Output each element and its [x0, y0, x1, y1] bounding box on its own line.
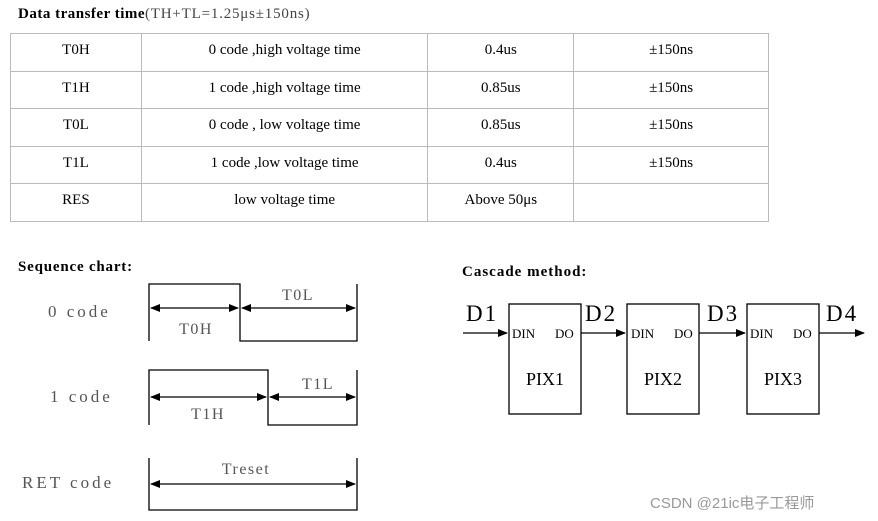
- d1-signal: D1: [466, 301, 498, 326]
- cell-value: 0.85us: [427, 70, 575, 109]
- cell-description: 1 code ,low voltage time: [140, 145, 429, 184]
- cell-value: 0.4us: [427, 145, 575, 184]
- t1l-label: T1L: [302, 376, 334, 393]
- cell-description: low voltage time: [140, 183, 429, 222]
- cell-tolerance: [573, 183, 769, 222]
- code0-label: 0 code: [48, 302, 111, 321]
- data-transfer-title-main: Data transfer time: [18, 6, 146, 22]
- treset-label: Treset: [222, 461, 270, 478]
- table-row: T0H 0 code ,high voltage time 0.4us ±150…: [10, 33, 769, 72]
- d4-signal: D4: [826, 301, 858, 326]
- t1h-label: T1H: [191, 406, 225, 423]
- ret-waveform: [148, 458, 358, 511]
- table-row: T1L 1 code ,low voltage time 0.4us ±150n…: [10, 145, 769, 184]
- cell-description: 1 code ,high voltage time: [140, 70, 429, 109]
- d3-signal: D3: [707, 301, 739, 326]
- pix3-din: DIN: [750, 326, 774, 341]
- pix1-label: PIX1: [526, 369, 564, 389]
- pix2-label: PIX2: [644, 369, 682, 389]
- timing-table: T0H 0 code ,high voltage time 0.4us ±150…: [10, 33, 769, 222]
- pix2-chip: [626, 303, 700, 415]
- pix1-din: DIN: [512, 326, 536, 341]
- t0l-label: T0L: [282, 287, 314, 304]
- code1-label: 1 code: [50, 387, 113, 406]
- cascade-diagram: D1 D2 D3 D4 DIN DO DIN DO DIN DO PIX1 PI…: [463, 301, 865, 415]
- cell-name: RES: [10, 183, 142, 222]
- cell-tolerance: ±150ns: [573, 33, 769, 72]
- cell-tolerance: ±150ns: [573, 145, 769, 184]
- cell-description: 0 code , low voltage time: [140, 108, 429, 147]
- ret-code-label: RET code: [22, 473, 115, 492]
- d2-signal: D2: [585, 301, 617, 326]
- t0h-label: T0H: [179, 321, 213, 338]
- cell-name: T1H: [10, 70, 142, 109]
- pix1-chip: [508, 303, 582, 415]
- table-row: RES low voltage time Above 50μs: [10, 183, 769, 222]
- data-transfer-subtitle: (TH+TL=1.25μs±150ns): [145, 6, 311, 22]
- cell-name: T0H: [10, 33, 142, 72]
- cell-value: 0.4us: [427, 33, 575, 72]
- cell-description: 0 code ,high voltage time: [140, 33, 429, 72]
- cell-name: T1L: [10, 145, 142, 184]
- pix2-din: DIN: [631, 326, 655, 341]
- watermark: CSDN @21ic电子工程师: [650, 495, 815, 512]
- sequence-chart-title: Sequence chart:: [18, 259, 133, 275]
- pix1-do: DO: [555, 326, 574, 341]
- pix3-chip: [746, 303, 820, 415]
- data-transfer-title: Data transfer time(TH+TL=1.25μs±150ns): [18, 6, 310, 23]
- pix3-do: DO: [793, 326, 812, 341]
- table-row: T1H 1 code ,high voltage time 0.85us ±15…: [10, 70, 769, 109]
- cell-value: Above 50μs: [427, 183, 575, 222]
- pix2-do: DO: [674, 326, 693, 341]
- code0-waveform: [148, 283, 358, 342]
- pix3-label: PIX3: [764, 369, 802, 389]
- code1-waveform: [148, 369, 358, 426]
- cell-tolerance: ±150ns: [573, 70, 769, 109]
- cascade-title: Cascade method:: [462, 264, 588, 280]
